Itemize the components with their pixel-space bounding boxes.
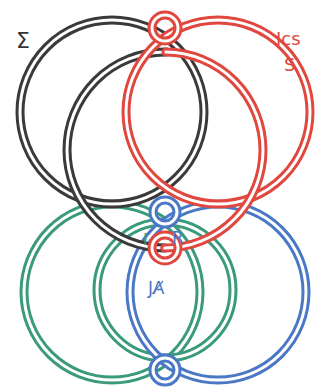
s-label: S <box>284 56 295 74</box>
i-label: I <box>143 232 148 248</box>
ja-label: JA̸ <box>148 280 164 297</box>
sigma-label: Σ <box>16 30 30 52</box>
red-ring <box>67 15 310 261</box>
r-label: R <box>172 230 184 247</box>
ics-label: Ics <box>276 30 301 48</box>
